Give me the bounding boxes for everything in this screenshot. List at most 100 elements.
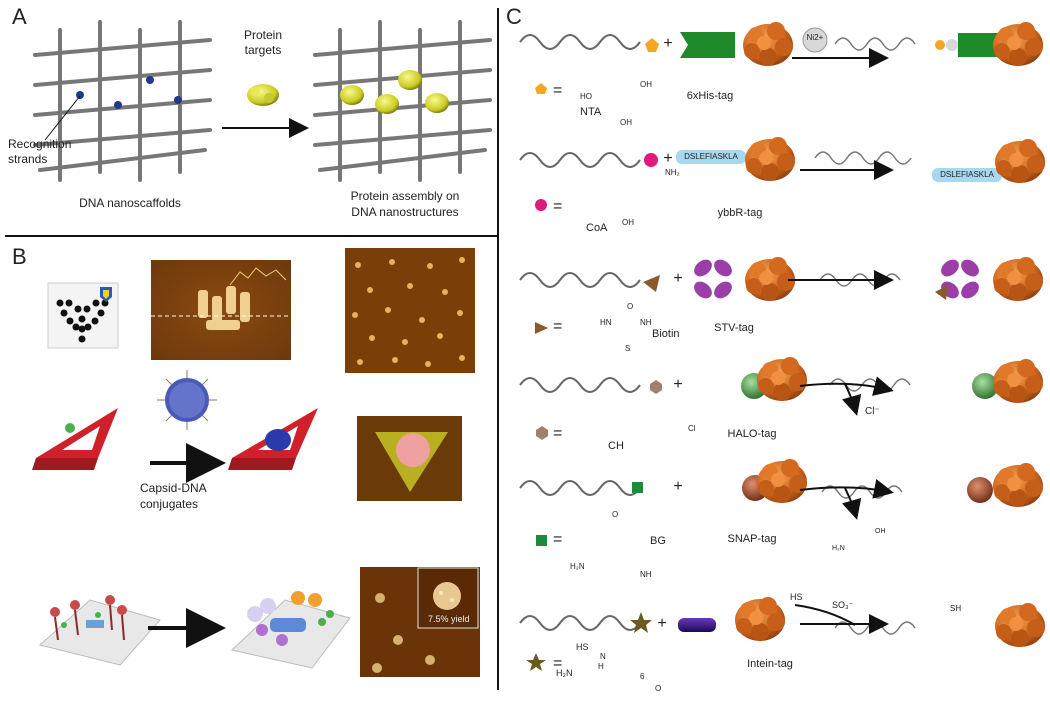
afm-image-capsid-triangle: [357, 416, 462, 501]
dna-strands: [519, 34, 641, 631]
honeycomb-trident: [47, 282, 119, 349]
panel-b-letter: B: [12, 244, 27, 269]
bg-o: O: [612, 510, 619, 519]
capsid-sphere: [157, 370, 217, 430]
intein-rod: [678, 618, 716, 632]
nta-oh-2: OH: [620, 118, 632, 127]
ligand-ch: CH: [608, 440, 624, 452]
recognition-strand-dots: [76, 76, 182, 109]
equals-row6: =: [553, 655, 563, 672]
snap-oh: OH: [875, 528, 886, 535]
ch-cl: Cl: [688, 424, 696, 433]
ligand-nta: NTA: [580, 106, 602, 118]
origami-protein-complex-left: [38, 595, 161, 666]
intein-h: H: [598, 662, 604, 671]
recognition-strands-label: Recognition strands: [8, 137, 72, 166]
intein-o: O: [655, 684, 662, 693]
afm-image-trident: [151, 260, 291, 360]
capsid-caption-label: Capsid-DNA conjugates: [140, 481, 207, 511]
ybbr-peptide: [676, 150, 746, 164]
equals-row3: =: [553, 318, 563, 335]
tag-intein: Intein-tag: [747, 658, 793, 670]
intein-hs: HS: [576, 642, 589, 652]
tag-stv: STV-tag: [714, 322, 754, 334]
origami-protein-complex-right: [230, 591, 351, 669]
nta-pentagon-legend: [535, 83, 547, 94]
ch-hexagon-marker: [650, 380, 662, 394]
bg-square-marker: [632, 482, 643, 493]
bg-h2n: H₂N: [570, 562, 585, 571]
protein-targets-label: Protein targets: [243, 28, 283, 57]
ligand-biotin: Biotin: [652, 328, 680, 340]
ch-hexagon-legend: [536, 426, 548, 440]
product-sh: SH: [950, 604, 962, 613]
tag-ybbr: ybbR-tag: [717, 207, 763, 219]
streptavidin: [694, 259, 732, 299]
his-tag-linker: [680, 32, 735, 58]
arrow-c5: [841, 487, 862, 520]
equals-row5: =: [553, 531, 563, 548]
assembly-caption-label: Protein assembly on DNA nanostructures: [350, 189, 460, 219]
equals-row1: =: [553, 82, 563, 99]
protein-row5: [757, 459, 807, 503]
nickel-label: Ni2+: [806, 33, 824, 42]
yield-label: 7.5% yield: [428, 614, 470, 624]
intein-h2n: H₂N: [556, 668, 573, 678]
protein-row1: [743, 22, 793, 66]
star-legend: [526, 653, 546, 671]
equals-row2: =: [553, 198, 563, 215]
biotin-hn: HN: [600, 318, 612, 327]
tag-halo: HALO-tag: [727, 428, 777, 440]
plus-row4: +: [673, 376, 683, 393]
peptide-label-left: DSLEFIASKLA: [684, 152, 738, 161]
arrow-c4: [841, 383, 862, 416]
star-marker: [630, 612, 652, 633]
nickel-ion: [802, 27, 828, 53]
nta-oh-1: OH: [640, 80, 652, 89]
origami-triangle-right: [228, 408, 318, 470]
reagent-so3: SO₃⁻: [832, 600, 854, 610]
bound-protein-blobs: [340, 70, 449, 114]
panel-c-letter: C: [506, 4, 522, 29]
plus-row1: +: [663, 35, 673, 52]
plus-row3: +: [673, 270, 683, 287]
protein-row3: [745, 257, 795, 301]
product-dna-strands: [814, 37, 916, 635]
nta-pentagon-marker: [645, 38, 659, 52]
afm-image-particles: [345, 248, 475, 373]
plus-row2: +: [663, 150, 673, 167]
chloride-label: Cl⁻: [865, 406, 880, 417]
afm-image-yield: [360, 567, 480, 677]
snap-h2n: H₂N: [832, 545, 845, 552]
bg-nh: NH: [640, 570, 652, 579]
coa-nh2: NH₂: [665, 168, 680, 177]
protein-row2: [745, 137, 795, 181]
ligand-coa: CoA: [586, 222, 608, 234]
intein-n: N: [600, 652, 606, 661]
biotin-legend: [535, 322, 548, 334]
nta-ho: HO: [580, 92, 592, 101]
panel-a-letter: A: [12, 4, 27, 29]
protein-row4: [757, 357, 807, 401]
coa-marker: [644, 153, 658, 167]
origami-triangle-left: [32, 408, 118, 470]
coa-legend: [535, 199, 547, 211]
intein-6: 6: [640, 672, 645, 681]
bg-square-legend: [536, 535, 547, 546]
dna-nanoscaffolds-label: DNA nanoscaffolds: [79, 196, 181, 210]
biotin-o: O: [627, 302, 634, 311]
protein-row6: [735, 597, 785, 641]
ligand-bg: BG: [650, 535, 666, 547]
reagent-hs: HS: [790, 592, 803, 602]
tag-6xhis: 6xHis-tag: [686, 90, 734, 102]
plus-row6: +: [657, 615, 667, 632]
biotin-marker: [643, 275, 660, 292]
tag-snap: SNAP-tag: [727, 533, 777, 545]
equals-row4: =: [553, 425, 563, 442]
peptide-label-right: DSLEFIASKLA: [940, 170, 994, 179]
biotin-s: S: [625, 344, 631, 353]
protein-target-blob: [247, 84, 279, 106]
dna-scaffold-right: [313, 20, 492, 182]
biotin-nh: NH: [640, 318, 652, 327]
